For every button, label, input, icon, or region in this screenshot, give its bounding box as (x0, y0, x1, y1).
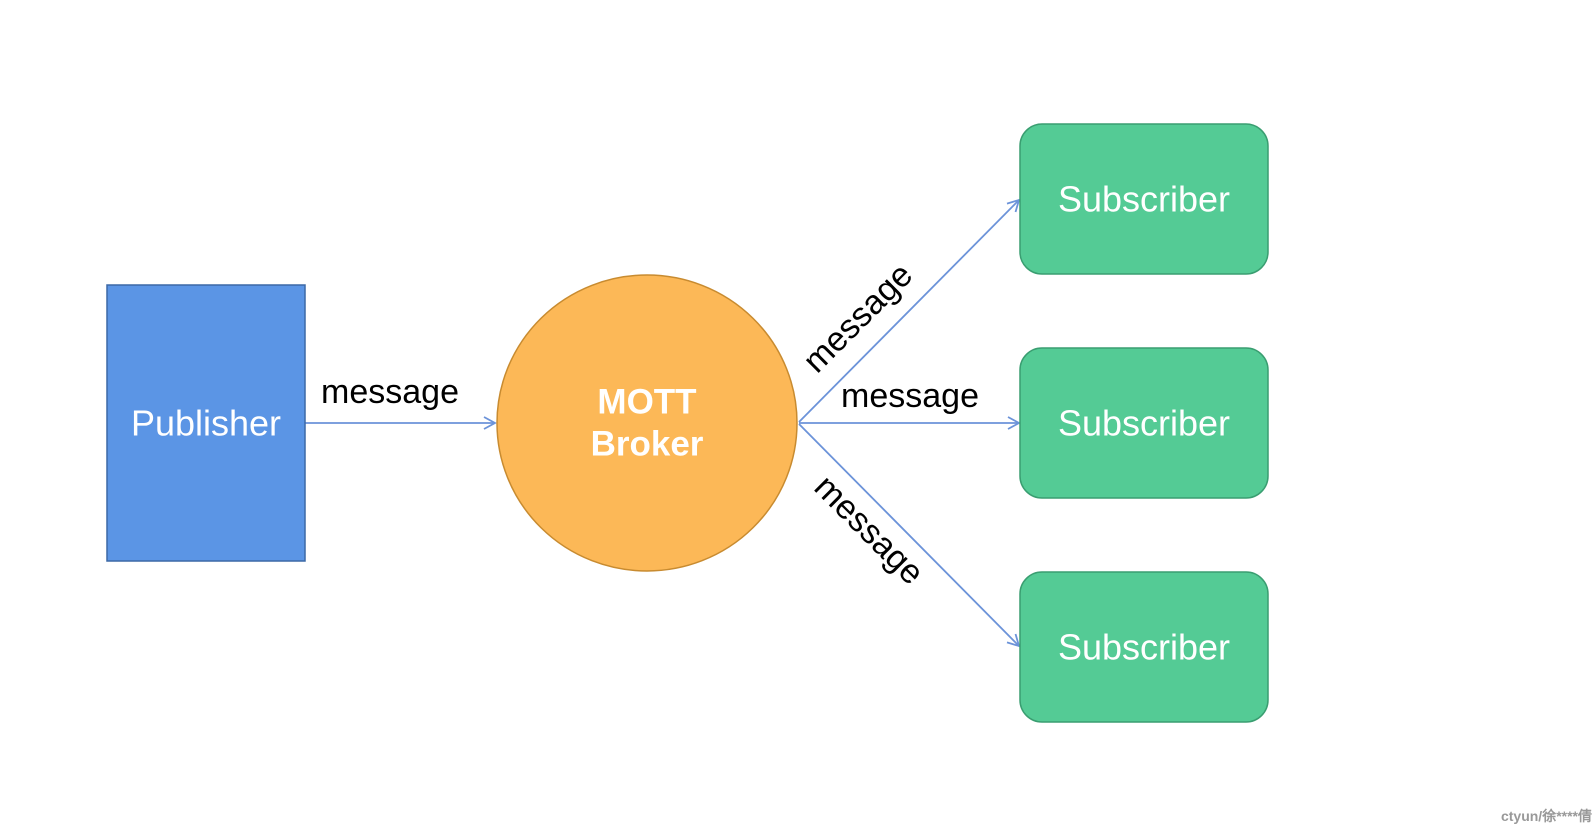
subscriber-node-3[interactable]: Subscriber (1019, 571, 1269, 723)
edge-label-broker-subscriber-2: message (841, 377, 979, 415)
edge-label-publisher-broker: message (321, 373, 459, 411)
arrow-broker-to-subscriber-3 (798, 423, 1021, 648)
broker-label-line-2: Broker (591, 425, 704, 464)
subscriber-box (1019, 571, 1269, 723)
broker-node[interactable]: MOTT Broker (496, 274, 798, 572)
broker-circle (496, 274, 798, 572)
subscriber-label: Subscriber (1058, 403, 1230, 444)
subscriber-box (1019, 347, 1269, 499)
subscriber-box (1019, 123, 1269, 275)
edge-label-broker-subscriber-3: message (807, 468, 931, 592)
subscriber-node-1[interactable]: Subscriber (1019, 123, 1269, 275)
publisher-node[interactable]: Publisher (106, 284, 306, 562)
subscriber-label: Subscriber (1058, 627, 1230, 668)
arrow-broker-to-subscriber-1 (798, 198, 1021, 423)
watermark: ctyun/徐****倩 (1500, 808, 1592, 824)
broker-label-line-1: MOTT (597, 383, 696, 422)
subscriber-label: Subscriber (1058, 179, 1230, 220)
subscriber-node-2[interactable]: Subscriber (1019, 347, 1269, 499)
publisher-label: Publisher (131, 403, 281, 444)
publisher-box (106, 284, 306, 562)
